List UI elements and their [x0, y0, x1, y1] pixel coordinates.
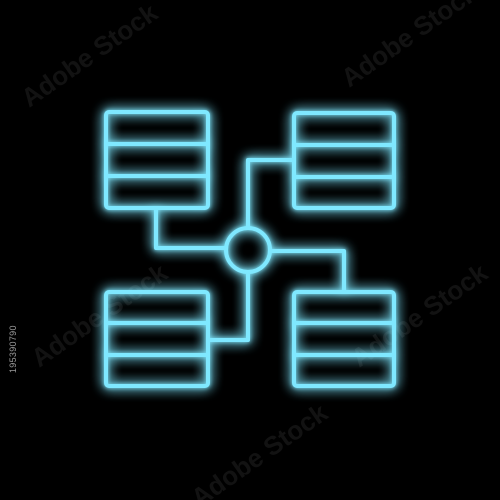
connector-top-right [246, 158, 294, 228]
connector-bottom-left [208, 274, 250, 342]
server-stack-top-right [292, 111, 396, 210]
stock-id-label: 195390790 [8, 325, 18, 373]
connector-bottom-right [268, 249, 346, 292]
server-stack-bottom-left [104, 290, 210, 388]
server-stack-top-left [104, 110, 210, 210]
connector-top-left [154, 208, 226, 250]
hub-node [224, 226, 272, 274]
server-stack-bottom-right [292, 290, 396, 388]
